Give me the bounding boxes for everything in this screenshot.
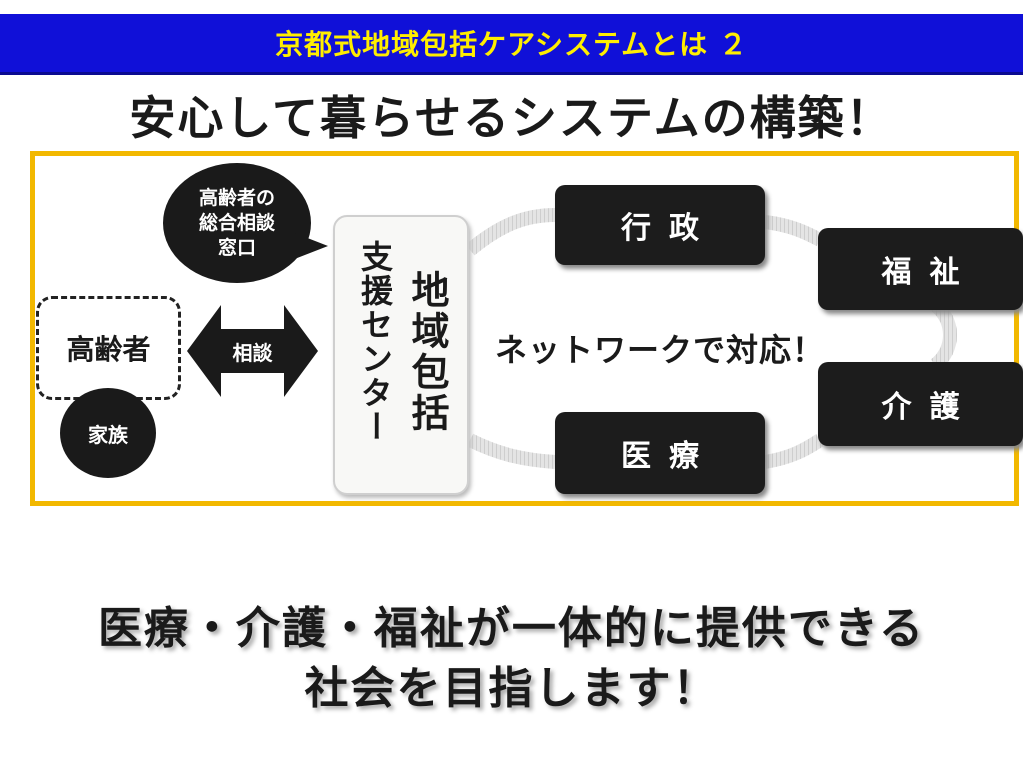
bubble-tail [292,232,328,260]
support-center-label-col1: 支援センター [356,240,394,444]
box-iryou: 医療 [555,412,765,494]
message-line-2: 社会を目指します！ [304,663,719,714]
box-kaigo: 介護 [818,362,1023,446]
elder-label: 高齢者 [66,333,151,366]
support-center-label-col2: 地域包括 [405,270,449,434]
box-iryou-label: 医療 [621,439,717,474]
consult-label: 相談 [232,340,273,365]
header-bar: 京都式地域包括ケアシステムとは ２ [0,14,1023,75]
support-center-box [333,215,469,495]
box-fukushi: 福祉 [818,228,1023,310]
network-caption: ネットワークで対応！ [495,331,826,369]
consult-double-arrow: 相談 [187,305,318,397]
double-arrow-icon [187,305,318,397]
family-circle: 家族 [60,388,156,478]
box-gyousei-label: 行政 [621,211,717,246]
box-fukushi-label: 福祉 [881,255,978,290]
connector-center-gyousei [465,208,556,256]
consultation-bubble: 高齢者の 総合相談 窓口 [163,163,311,283]
connector-gyousei-fukushi [764,215,824,247]
diagram-frame [30,151,1019,506]
bubble-line-2: 総合相談 [198,211,275,234]
bubble-line-3: 窓口 [217,236,256,259]
box-gyousei: 行政 [555,185,765,265]
box-kaigo-label: 介護 [881,390,978,425]
message-line-1: 医療・介護・福祉が一体的に提供できる [97,603,926,654]
connector-fukushi-kaigo [930,299,957,371]
connector-iryou-kaigo [763,434,824,469]
elder-box: 高齢者 [36,296,181,400]
header-title: 京都式地域包括ケアシステムとは ２ [275,28,748,61]
bubble-line-1: 高齢者の [198,186,275,209]
slide-subtitle: 安心して暮らせるシステムの構築！ [129,91,894,145]
connector-center-iryou [466,433,556,469]
family-label: 家族 [88,422,128,447]
